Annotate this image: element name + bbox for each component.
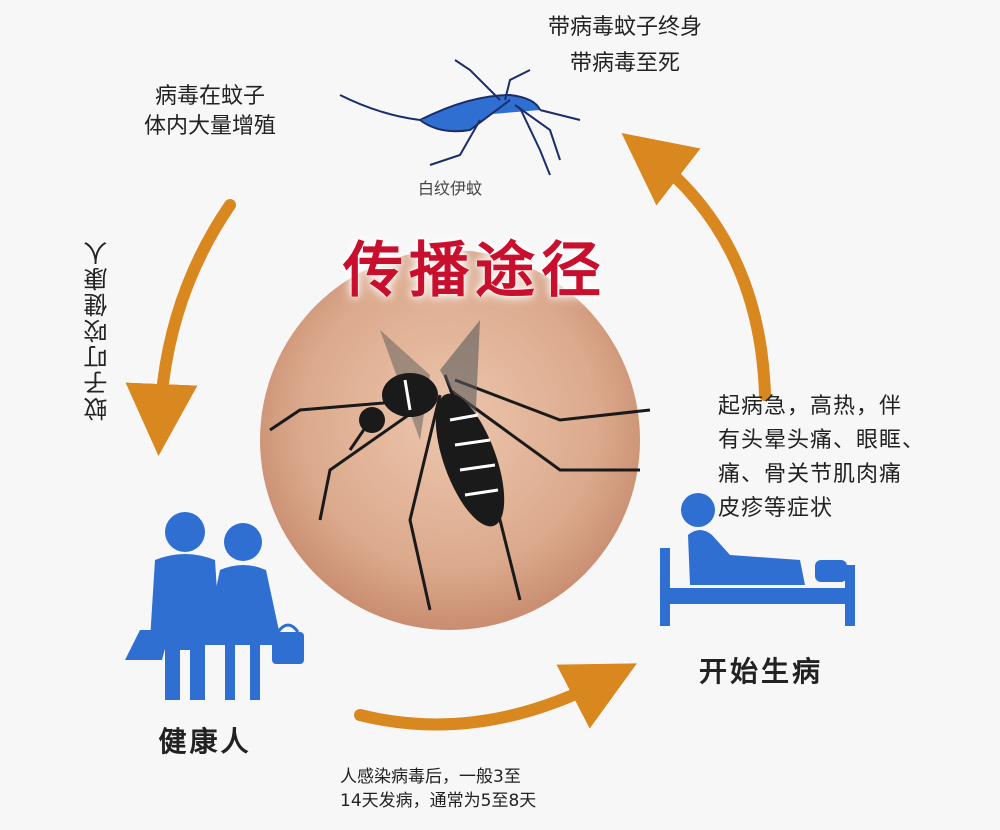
sick-person-in-bed-icon	[660, 493, 855, 626]
top-left-note-line-1: 病毒在蚊子	[154, 84, 265, 109]
species-label: 白纹伊蚊	[417, 179, 482, 198]
incubation-note-line-2: 14天发病，通常为5至8天	[340, 791, 537, 811]
top-right-note-line-2: 带病毒至死	[569, 51, 680, 76]
top-right-note-line-1: 带病毒蚊子终身	[547, 15, 702, 40]
healthy-label: 健康人	[158, 725, 252, 758]
symptoms-line-4: 皮疹等症状	[718, 496, 834, 521]
vertical-label: 蚊子叮咬健康人	[84, 239, 112, 421]
mosquito-icon	[269, 320, 651, 611]
symptoms-line-1: 起病急，高热，伴	[718, 394, 903, 419]
center-photo	[260, 250, 651, 630]
mosquito-line-icon	[339, 59, 581, 176]
top-left-note: 病毒在蚊子 体内大量增殖	[115, 82, 305, 142]
start-ill-label: 开始生病	[698, 655, 823, 688]
healthy-couple-icon	[125, 512, 304, 700]
symptoms-line-3: 痛、骨关节肌肉痛	[718, 462, 903, 487]
top-left-note-line-2: 体内大量增殖	[143, 114, 276, 139]
symptoms-line-2: 有头晕头痛、眼眶、	[718, 428, 926, 453]
incubation-note-line-1: 人感染病毒后，一般3至	[340, 767, 521, 787]
cycle-arrow-icon	[125, 132, 771, 731]
incubation-note: 人感染病毒后，一般3至 14天发病，通常为5至8天	[340, 765, 640, 813]
top-right-note: 带病毒蚊子终身 带病毒至死	[505, 10, 745, 82]
symptoms-note: 起病急，高热，伴 有头晕头痛、眼眶、 痛、骨关节肌肉痛 皮疹等症状	[718, 390, 968, 526]
page-title: 传播途径	[343, 236, 607, 306]
